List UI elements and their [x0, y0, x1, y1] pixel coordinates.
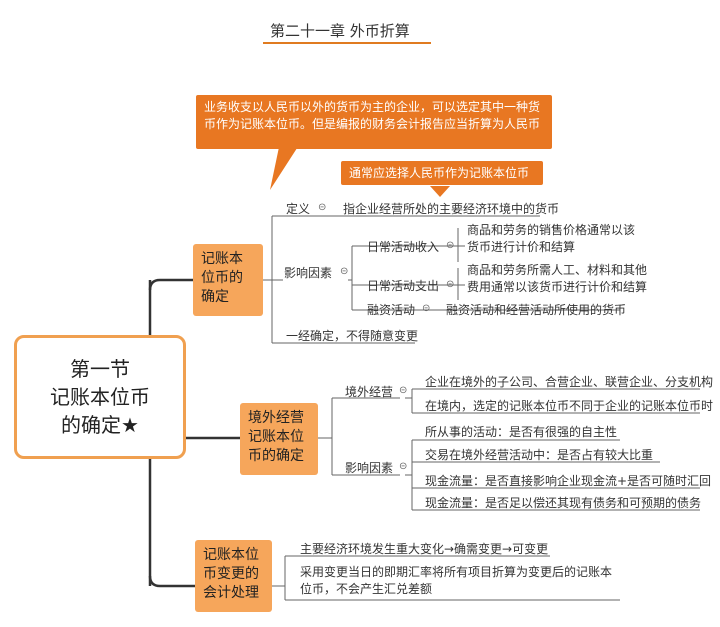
- collapse-icon: ⊝: [399, 385, 408, 396]
- collapse-icon: ⊝: [446, 240, 455, 251]
- root-line2: 记账本位币: [50, 385, 150, 409]
- trunk-b1: [148, 278, 193, 291]
- change-item: 采用变更当日的即期汇率将所有项目折算为变更后的记账本位币，不会产生汇兑差额: [300, 565, 613, 596]
- rmb-callout: 通常应选择人民币作为记账本位币: [341, 161, 543, 185]
- ops-item: 在境内，选定的记账本位币不同于企业的记账本位币时: [425, 399, 714, 413]
- income-text: 商品和劳务的销售价格通常以该货币进行计价和结算: [467, 223, 636, 254]
- expense-text: 商品和劳务所需人工、材料和其他费用通常以该货币进行计价和结算: [467, 263, 648, 294]
- currency-callout: 业务收支以人民币以外的货币为主的企业，可以选定其中一种货币作为记账本位币。但是编…: [196, 95, 552, 149]
- branch-b2-node: 境外经营记账本位币的确定: [240, 403, 318, 475]
- collapse-icon: ⊝: [422, 303, 431, 314]
- factors2-label: 影响因素: [345, 461, 394, 475]
- trunk-b3: [148, 575, 195, 588]
- collapse-icon: ⊝: [318, 202, 327, 213]
- branch3-lines: [272, 555, 620, 601]
- root-node: 第一节 记账本位币 的确定★: [14, 335, 186, 459]
- definition-text: 指企业经营所处的主要经济环境中的货币: [343, 202, 560, 216]
- financing-text: 融资活动和经营活动所使用的货币: [446, 303, 627, 317]
- factor-item: 现金流量：是否直接影响企业现金流+是否可随时汇回: [425, 474, 712, 488]
- title-underline: [263, 42, 431, 44]
- branch1-lines: [263, 215, 620, 344]
- change-item: 主要经济环境发生重大变化→确需变更→可变更: [300, 542, 549, 556]
- expense-label: 日常活动支出: [367, 279, 440, 293]
- note-text: 一经确定，不得随意变更: [286, 329, 419, 343]
- page-title: 第二十一章 外币折算: [270, 22, 410, 40]
- collapse-icon: ⊝: [340, 266, 349, 277]
- ops-label: 境外经营: [345, 385, 394, 399]
- income-label: 日常活动收入: [367, 240, 440, 254]
- callout-pointer-rmb: [430, 186, 450, 197]
- root-line1: 第一节: [70, 357, 130, 381]
- collapse-icon: ⊝: [446, 279, 455, 290]
- financing-label: 融资活动: [367, 303, 416, 317]
- branch2-lines: [318, 388, 700, 511]
- factor-item: 所从事的活动：是否有很强的自主性: [425, 425, 618, 439]
- factor-item: 交易在境外经营活动中：是否占有较大比重: [425, 448, 654, 462]
- root-line3: 的确定★: [61, 413, 139, 437]
- branch-b1-node: 记账本位币的确定: [193, 244, 263, 316]
- collapse-icon: ⊝: [399, 461, 408, 472]
- ops-item: 企业在境外的子公司、合营企业、联营企业、分支机构: [425, 375, 714, 389]
- definition-label: 定义: [286, 202, 311, 216]
- branch-b3-node: 记账本位币变更的会计处理: [195, 540, 272, 612]
- factor-item: 现金流量：是否足以偿还其现有债务和可预期的债务: [425, 496, 702, 510]
- factors-label: 影响因素: [284, 266, 333, 280]
